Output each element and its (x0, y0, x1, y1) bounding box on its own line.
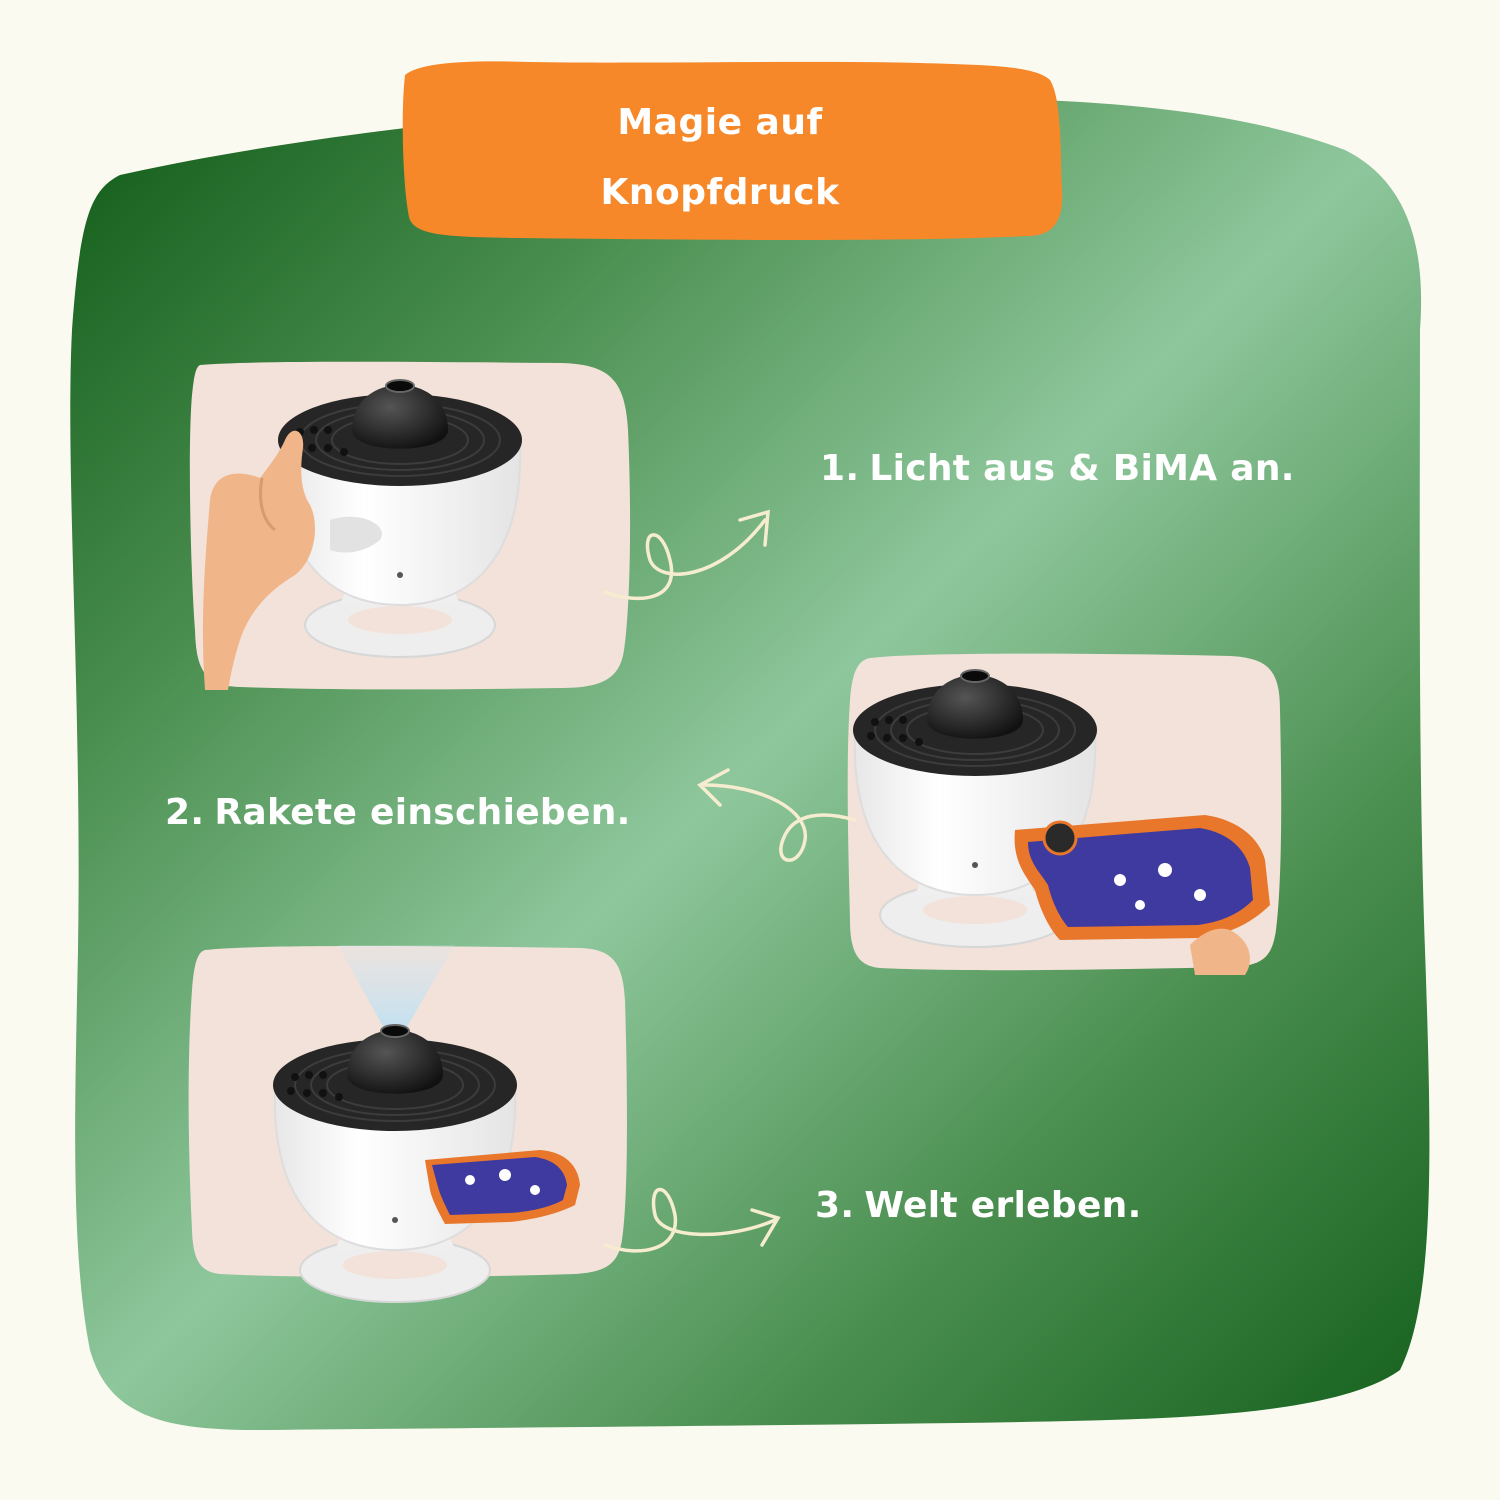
page-title: Magie auf Knopfdruck (420, 88, 1020, 228)
curly-arrow-icon (697, 768, 857, 862)
step-3: 3.Welt erleben. (815, 1185, 1142, 1226)
step-1: 1.Licht aus & BiMA an. (820, 448, 1295, 489)
projector-device-1 (277, 379, 523, 658)
step-3-text: Welt erleben. (864, 1185, 1142, 1226)
hand-icon (202, 430, 315, 690)
rocket-card-2 (1014, 815, 1270, 975)
curly-arrow-icon (603, 509, 770, 601)
light-beam (338, 945, 455, 1030)
title-line-2: Knopfdruck (600, 172, 840, 213)
step-2-number: 2. (165, 792, 205, 833)
step-2: 2.Rakete einschieben. (165, 792, 631, 833)
curly-arrow-icon (603, 1187, 781, 1253)
title-banner (402, 61, 1063, 240)
step-2-text: Rakete einschieben. (214, 792, 631, 833)
rocket-card-3 (425, 1150, 580, 1224)
step-1-number: 1. (820, 448, 860, 489)
title-line-1: Magie auf (617, 102, 823, 143)
step-3-number: 3. (815, 1185, 855, 1226)
step-1-text: Licht aus & BiMA an. (869, 448, 1295, 489)
